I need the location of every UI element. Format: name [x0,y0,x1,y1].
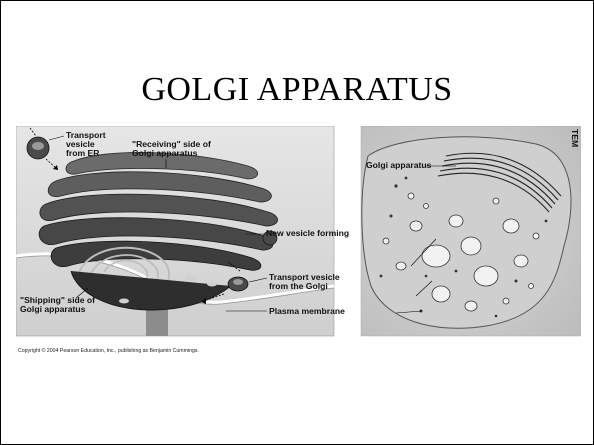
label-transport-er-3: from ER [66,148,100,158]
tem-label-golgi: Golgi apparatus [366,160,432,170]
tem-micrograph: Golgi apparatus TEM [361,126,581,336]
copyright-text: Copyright © 2004 Pearson Education, Inc.… [18,347,199,354]
slide-title: GOLGI APPARATUS [1,71,593,109]
label-receiving-2: Golgi apparatus [132,148,198,158]
label-new-vesicle: New vesicle forming [266,228,349,238]
label-plasma-membrane: Plasma membrane [269,306,345,316]
golgi-figure: Transport vesicle from ER "Receiving" si… [16,126,581,361]
label-transport-golgi-2: from the Golgi [269,281,328,291]
label-shipping-2: Golgi apparatus [20,304,86,314]
golgi-illustration: Transport vesicle from ER "Receiving" si… [16,126,349,336]
tem-label: TEM [570,129,580,147]
